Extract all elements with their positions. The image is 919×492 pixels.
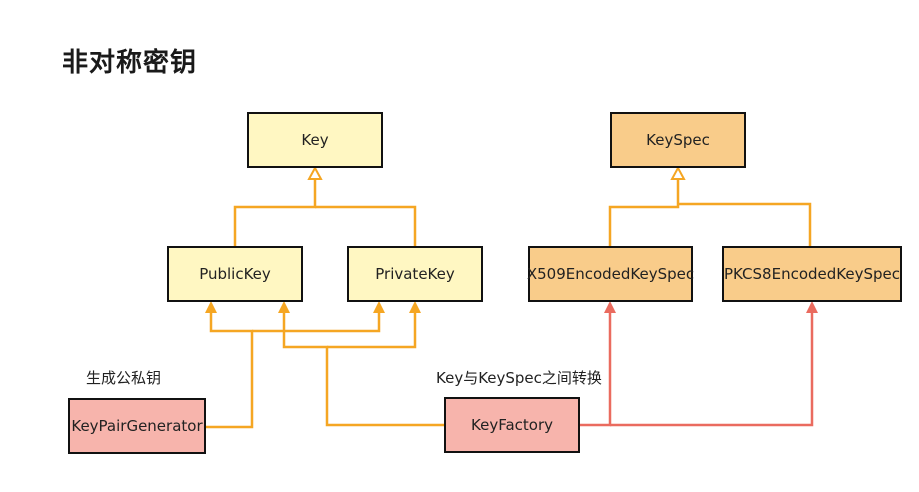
inherit-arrow-keyspec <box>670 165 686 180</box>
note-convert-key-keyspec: Key与KeySpec之间转换 <box>436 369 602 387</box>
edge-publickey-to-key <box>233 178 317 246</box>
inherit-arrow-key <box>307 165 323 180</box>
node-pkcs8-encoded-key-spec: PKCS8EncodedKeySpec <box>722 246 902 302</box>
node-private-key: PrivateKey <box>347 246 483 302</box>
node-key-spec: KeySpec <box>610 112 746 168</box>
edge-pkcs8-to-keyspec <box>678 202 812 246</box>
note-generate-keys: 生成公私钥 <box>86 369 162 387</box>
arrowhead-publickey-left <box>205 301 217 313</box>
edge-factory-to-keys <box>282 312 444 427</box>
edge-generator-to-privatekey <box>252 312 381 333</box>
node-key: Key <box>247 112 383 168</box>
node-public-key: PublicKey <box>167 246 303 302</box>
page-title: 非对称密钥 <box>62 48 198 78</box>
edge-factory-to-pkcs8 <box>610 312 814 427</box>
edge-generator-to-keys <box>206 312 254 429</box>
node-key-factory: KeyFactory <box>444 397 580 453</box>
arrowhead-x509 <box>604 301 616 313</box>
arrowhead-privatekey-left <box>373 301 385 313</box>
arrowhead-privatekey-right <box>409 301 421 313</box>
node-key-pair-generator: KeyPairGenerator <box>68 398 206 454</box>
arrowhead-pkcs8 <box>806 301 818 313</box>
node-x509-encoded-key-spec: X509EncodedKeySpec <box>527 246 694 302</box>
arrowhead-publickey-right <box>278 301 290 313</box>
edge-privatekey-to-key <box>315 205 417 246</box>
edge-x509-to-keyspec <box>608 178 680 246</box>
edge-factory-to-privatekey <box>327 312 417 349</box>
